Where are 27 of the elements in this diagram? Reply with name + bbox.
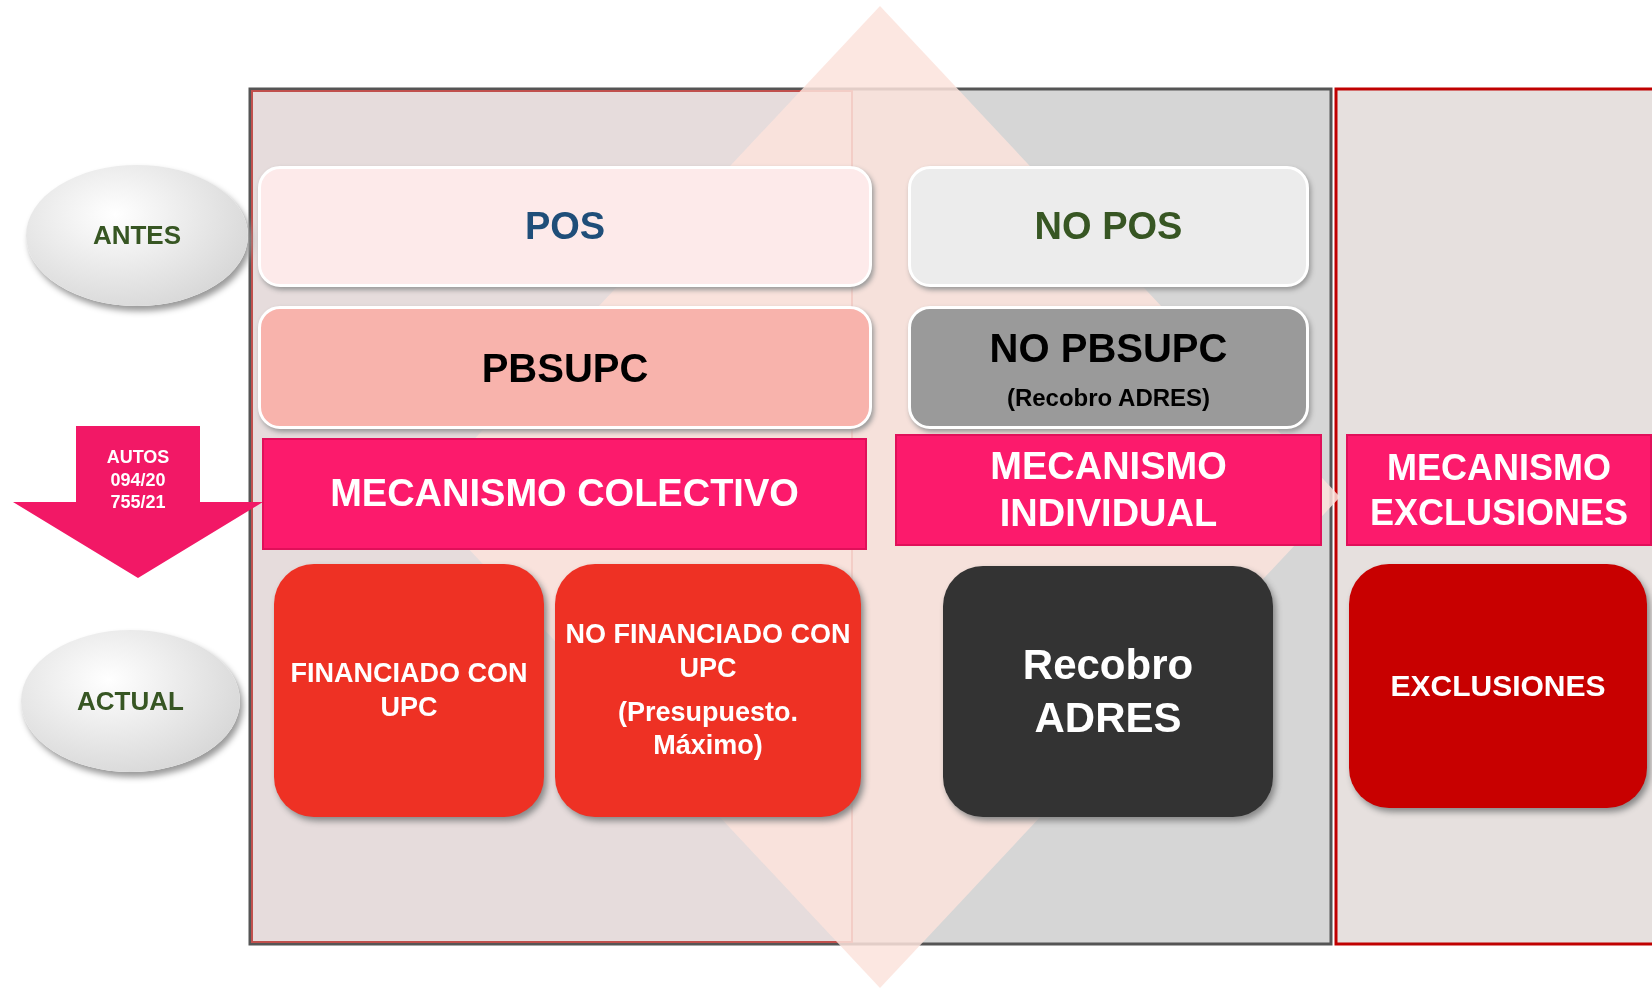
box-label: FINANCIADO CON UPC (289, 656, 529, 724)
banner (262, 438, 867, 550)
box-label: MECANISMO COLECTIVO (330, 471, 799, 517)
rounded-box (908, 306, 1309, 429)
box-label: AUTOS 094/20 755/21 (105, 446, 171, 514)
box-label: MECANISMO INDIVIDUAL (989, 443, 1228, 536)
box-label: ACTUAL (77, 684, 184, 718)
box-label: POS (524, 203, 606, 249)
rounded-box (274, 564, 544, 817)
rounded-box (258, 306, 872, 429)
rounded-box (258, 166, 872, 287)
subtitle-text: (Recobro ADRES) (1006, 382, 1211, 413)
banner (895, 434, 1322, 546)
box-label: MECANISMO EXCLUSIONES (1368, 446, 1629, 535)
box-label: ANTES (92, 219, 182, 252)
rounded-box (1349, 564, 1647, 808)
box-label: PBSUPC (481, 344, 649, 392)
rounded-box (908, 166, 1309, 287)
box-label: NO POS (1034, 203, 1183, 249)
rounded-box (555, 564, 861, 817)
box-label: EXCLUSIONES (1390, 668, 1606, 705)
box-label: NO PBSUPC (989, 324, 1228, 372)
box-label: Recobro ADRES (1021, 640, 1195, 743)
rounded-box (943, 566, 1273, 817)
subtitle-text: (Presupuesto. Máximo) (616, 695, 799, 763)
banner (1346, 434, 1652, 546)
box-label: NO FINANCIADO CON UPC (565, 618, 851, 685)
